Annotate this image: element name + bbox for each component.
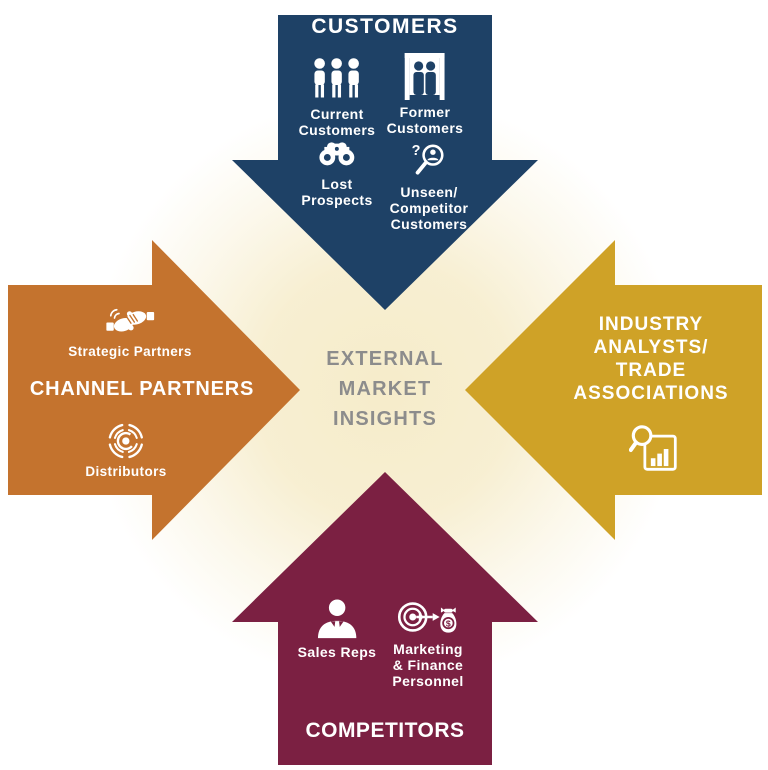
distributors-label: Distributors [85,464,167,479]
sales-reps-label: Sales Reps [297,644,377,660]
current-customers-item: Current Customers [299,57,376,138]
magnifier-barchart-icon [629,425,677,471]
dartboard-moneybag-icon: $ [397,602,456,633]
channel-partners-arrow: Strategic Partners CHANNEL PARTNERS [8,240,300,540]
center-label: EXTERNAL MARKET INSIGHTS [326,348,444,430]
handshake-icon [106,308,154,332]
strategic-partners-label: Strategic Partners [68,344,192,359]
magnifier-person-icon: ? [412,143,444,175]
svg-text:?: ? [412,143,421,159]
exit-door-icon [404,53,445,100]
broadcast-target-icon [108,423,144,459]
strategic-partners-item: Strategic Partners [68,302,192,360]
lost-prospects-label: Lost Prospects [301,176,373,208]
marketing-finance-item: $ Marketing & Finance Personnel [392,597,463,689]
marketing-finance-label: Marketing & Finance Personnel [392,641,464,689]
salesperson-icon [317,599,357,639]
unseen-competitor-customers-item: ? Unseen/ Competitor Customers [390,142,469,232]
industry-analysts-title: INDUSTRY ANALYSTS/ TRADE ASSOCIATIONS [573,314,729,404]
unseen-competitor-customers-label: Unseen/ Competitor Customers [389,184,469,232]
channel-partners-title: CHANNEL PARTNERS [29,378,255,400]
three-people-icon [314,58,360,98]
sales-reps-item: Sales Reps [298,597,377,660]
current-customers-label: Current Customers [298,106,376,138]
binoculars-icon [319,142,355,166]
svg-text:$: $ [446,618,451,628]
customers-title: CUSTOMERS [311,15,459,38]
distributors-item: Distributors [85,422,166,480]
competitors-title: COMPETITORS [305,719,465,742]
lost-prospects-item: Lost Prospects [301,141,372,208]
former-customers-label: Former Customers [386,104,464,136]
former-customers-item: Former Customers [387,53,464,136]
